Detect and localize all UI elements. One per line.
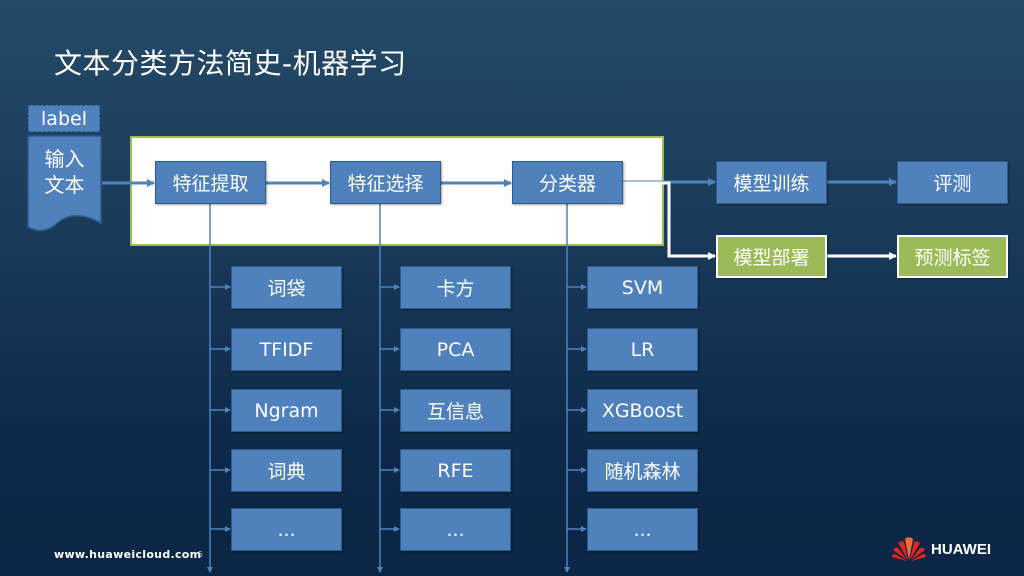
huawei-logo-icon (892, 537, 926, 561)
input-text-line-1: 输入 (44, 147, 85, 171)
brand-name: HUAWEI (931, 541, 991, 558)
method-box: ... (400, 508, 511, 551)
label-tag: label (28, 105, 100, 132)
method-box: RFE (400, 449, 511, 492)
model-deployment-box: 模型部署 (716, 235, 827, 278)
method-box: ... (587, 508, 698, 551)
method-box: XGBoost (587, 389, 698, 432)
method-box: PCA (400, 328, 511, 371)
evaluation-box: 评测 (897, 161, 1008, 204)
method-box: SVM (587, 266, 698, 309)
method-box: LR (587, 328, 698, 371)
document-shape-icon (27, 135, 102, 232)
feature-extraction-box: 特征提取 (155, 161, 266, 204)
method-box: Ngram (231, 389, 342, 432)
classifier-box: 分类器 (512, 161, 623, 204)
feature-selection-box: 特征选择 (330, 161, 441, 204)
method-box: 互信息 (400, 389, 511, 432)
method-box: 随机森林 (587, 449, 698, 492)
footer-url: www.huaweicloud.com (54, 548, 202, 561)
model-training-box: 模型训练 (716, 161, 827, 204)
predict-label-box: 预测标签 (897, 235, 1008, 278)
method-box: 词袋 (231, 266, 342, 309)
input-text-label: 输入 文本 (27, 146, 102, 198)
method-box: 词典 (231, 449, 342, 492)
input-text-line-2: 文本 (44, 173, 85, 197)
method-box: 卡方 (400, 266, 511, 309)
method-box: TFIDF (231, 328, 342, 371)
page-number: 5 (198, 550, 204, 559)
method-box: ... (231, 508, 342, 551)
page-title: 文本分类方法简史-机器学习 (54, 47, 407, 80)
